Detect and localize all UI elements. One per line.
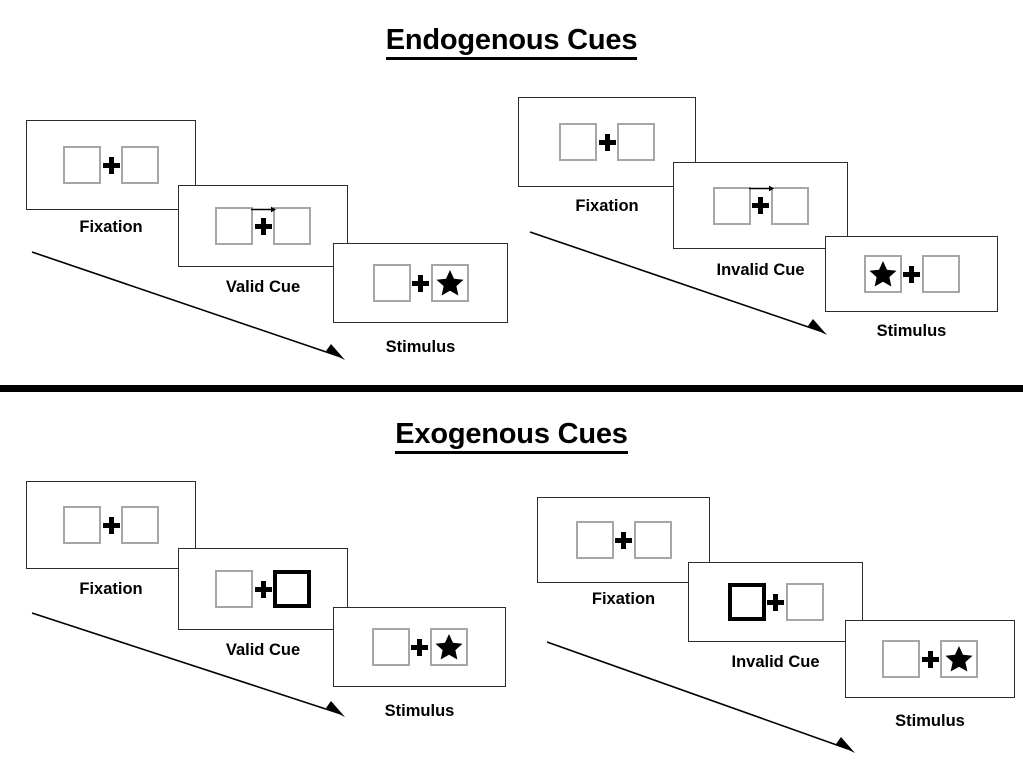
- center-gap: [251, 206, 276, 235]
- panel-content: [712, 185, 809, 225]
- stage-label-stimulus: Stimulus: [876, 322, 947, 340]
- center-gap: [253, 580, 273, 598]
- plus-icon: [411, 638, 428, 656]
- panel-content: [215, 206, 311, 245]
- panel-content: [63, 506, 159, 544]
- right-box: [633, 521, 672, 559]
- stage-label-stimulus: Stimulus: [384, 702, 455, 720]
- center-gap: [411, 274, 431, 292]
- center-gap: [614, 531, 634, 549]
- panel-exogenous-invalid-fixation[interactable]: [537, 497, 710, 583]
- star-icon: [868, 259, 898, 289]
- left-box: [575, 521, 614, 559]
- left-box: [215, 570, 253, 608]
- arrow-right-icon: [250, 205, 276, 214]
- stage-label-stimulus: Stimulus: [385, 338, 456, 356]
- panel-content: [63, 146, 159, 184]
- right-box: [921, 255, 960, 293]
- panel-endogenous-invalid-stimulus[interactable]: [825, 236, 998, 312]
- plus-icon: [903, 265, 920, 283]
- plus-icon: [412, 274, 429, 292]
- panel-content: [727, 583, 824, 621]
- star-icon: [434, 632, 464, 662]
- plus-icon: [254, 217, 272, 235]
- arrow-right-icon: [748, 184, 774, 193]
- left-box: [559, 123, 597, 161]
- right-box-cued: [273, 570, 311, 608]
- right-box: [121, 146, 159, 184]
- center-gap: [748, 185, 774, 214]
- plus-icon: [767, 593, 784, 611]
- stage-label-valid-cue: Valid Cue: [225, 278, 301, 296]
- right-box: [121, 506, 159, 544]
- stage-label-fixation: Fixation: [79, 218, 143, 236]
- panel-content: [215, 570, 311, 608]
- plus-icon: [752, 197, 769, 214]
- left-box: [372, 264, 411, 302]
- center-gap: [410, 638, 430, 656]
- right-box: [273, 207, 311, 245]
- star-icon: [435, 268, 465, 298]
- panel-endogenous-valid-fixation[interactable]: [26, 120, 196, 210]
- panel-content: [372, 264, 469, 302]
- panel-content: [559, 123, 655, 161]
- right-box: [617, 123, 655, 161]
- panel-content: [575, 521, 672, 559]
- panel-endogenous-invalid-cue[interactable]: [673, 162, 848, 249]
- left-box-cued: [727, 583, 766, 621]
- center-gap: [597, 133, 617, 151]
- plus-icon: [921, 650, 939, 668]
- left-box: [63, 146, 101, 184]
- left-box: [882, 640, 920, 678]
- plus-icon: [598, 133, 616, 151]
- center-gap: [101, 516, 121, 534]
- section-title-exogenous: Exogenous Cues: [0, 418, 1023, 455]
- section-title-endogenous: Endogenous Cues: [0, 24, 1023, 61]
- stage-label-invalid-cue: Invalid Cue: [731, 653, 820, 671]
- panel-endogenous-invalid-fixation[interactable]: [518, 97, 696, 187]
- right-box-target: [940, 640, 978, 678]
- panel-exogenous-invalid-stimulus[interactable]: [845, 620, 1015, 698]
- panel-exogenous-valid-cue[interactable]: [178, 548, 348, 630]
- stage-label-fixation: Fixation: [575, 197, 639, 215]
- plus-icon: [102, 156, 120, 174]
- right-box-target: [430, 264, 469, 302]
- panel-content: [863, 255, 960, 293]
- left-box: [215, 207, 253, 245]
- section-divider: [0, 385, 1023, 392]
- section-title-exogenous-text: Exogenous Cues: [395, 418, 628, 455]
- left-box: [371, 628, 410, 666]
- panel-endogenous-valid-stimulus[interactable]: [333, 243, 508, 323]
- panel-content: [882, 640, 978, 678]
- panel-exogenous-valid-stimulus[interactable]: [333, 607, 506, 687]
- center-gap: [766, 593, 786, 611]
- section-title-endogenous-text: Endogenous Cues: [385, 24, 637, 61]
- plus-icon: [102, 516, 120, 534]
- right-box-target: [429, 628, 468, 666]
- stage-label-fixation: Fixation: [591, 590, 656, 608]
- right-box: [770, 186, 809, 225]
- stage-label-invalid-cue: Invalid Cue: [716, 261, 805, 279]
- panel-content: [371, 628, 468, 666]
- right-box: [785, 583, 824, 621]
- center-gap: [902, 265, 922, 283]
- left-box: [712, 186, 751, 225]
- left-box-target: [863, 255, 902, 293]
- panel-exogenous-invalid-cue[interactable]: [688, 562, 863, 642]
- panel-endogenous-valid-cue[interactable]: [178, 185, 348, 267]
- star-icon: [944, 644, 974, 674]
- left-box: [63, 506, 101, 544]
- stage-label-stimulus: Stimulus: [895, 712, 965, 730]
- plus-icon: [615, 531, 632, 549]
- stage-label-fixation: Fixation: [79, 580, 143, 598]
- stage-label-valid-cue: Valid Cue: [225, 641, 301, 659]
- plus-icon: [254, 580, 272, 598]
- panel-exogenous-valid-fixation[interactable]: [26, 481, 196, 569]
- center-gap: [920, 650, 940, 668]
- center-gap: [101, 156, 121, 174]
